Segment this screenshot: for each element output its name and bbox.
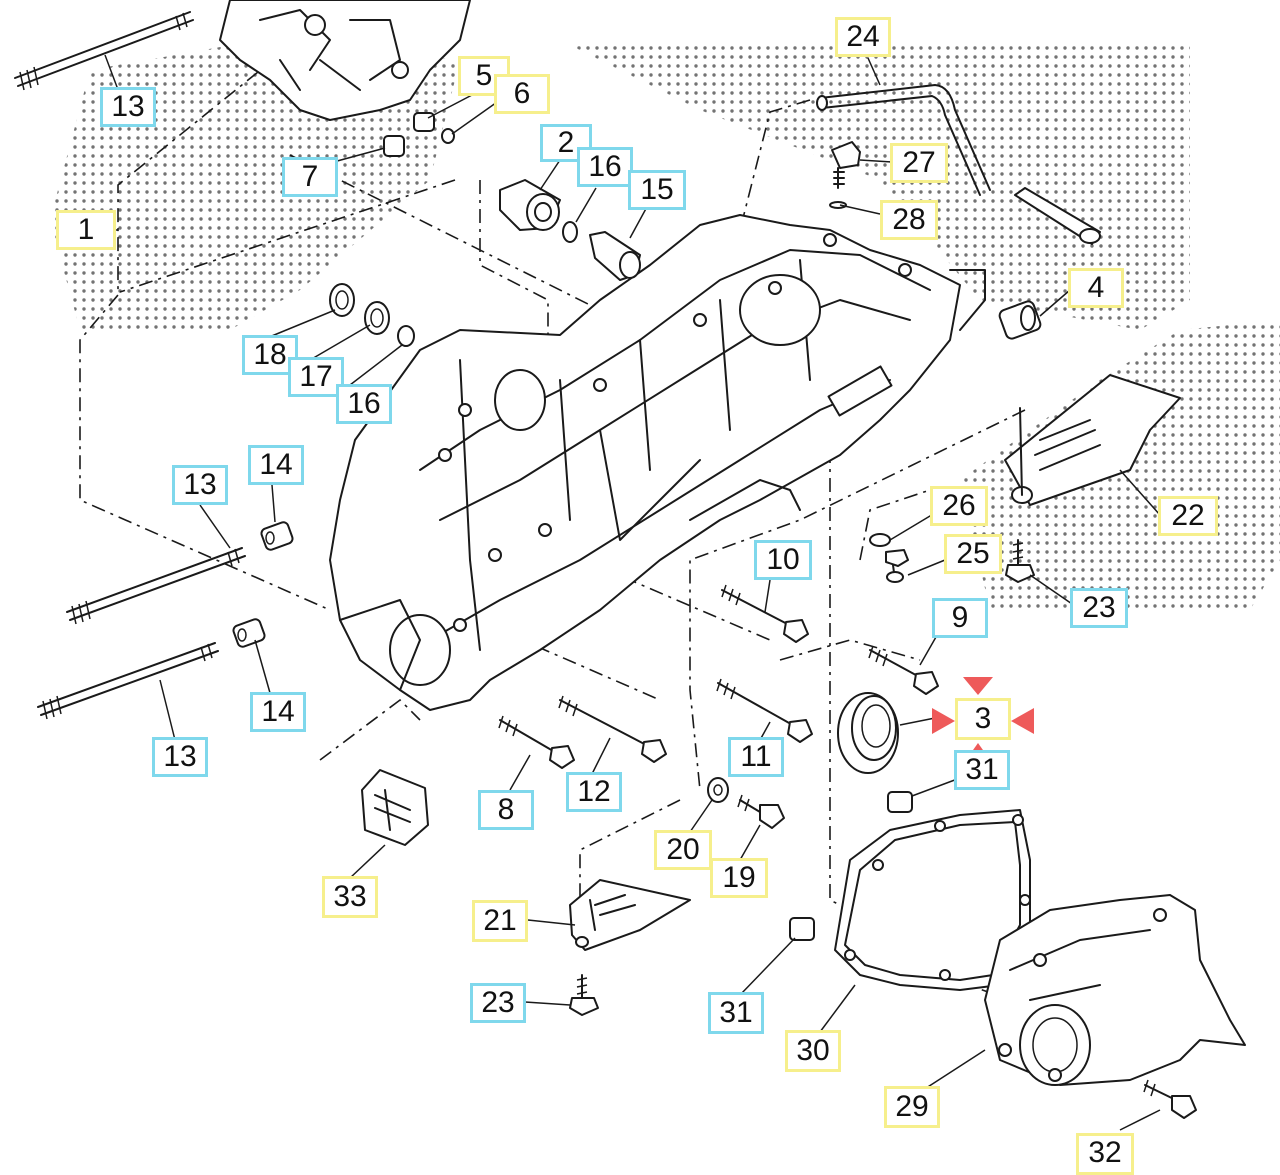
bolt-11 bbox=[716, 678, 813, 743]
callout-14-lower: 14 bbox=[250, 692, 306, 732]
bolt-9 bbox=[868, 645, 939, 695]
clip-18 bbox=[329, 283, 355, 317]
callout-16-lower: 16 bbox=[336, 384, 392, 424]
bolt-8 bbox=[498, 715, 575, 769]
o-ring-16-lower bbox=[397, 325, 415, 347]
callout-13: 13 bbox=[100, 87, 156, 127]
bolt-10 bbox=[721, 584, 809, 643]
gasket-30 bbox=[834, 809, 1031, 991]
callout-15: 15 bbox=[628, 170, 686, 210]
callout-4: 4 bbox=[1068, 268, 1124, 308]
callout-23-upper: 23 bbox=[1070, 588, 1128, 628]
bracket-21 bbox=[569, 879, 691, 951]
callout-3: 3 bbox=[955, 698, 1011, 740]
callout-25: 25 bbox=[944, 534, 1002, 574]
upper-crankcase bbox=[219, 0, 471, 121]
marker-top bbox=[963, 677, 993, 695]
plug-15 bbox=[589, 231, 641, 281]
callout-2: 2 bbox=[540, 124, 592, 162]
callout-31-lower: 31 bbox=[708, 992, 764, 1034]
seal-17 bbox=[364, 301, 390, 335]
marker-right bbox=[1011, 708, 1034, 734]
marker-left bbox=[932, 708, 955, 734]
callout-23-lower: 23 bbox=[470, 983, 526, 1023]
bracket-22 bbox=[1004, 374, 1181, 506]
callout-16-upper: 16 bbox=[577, 147, 633, 187]
dowel-14-lower bbox=[232, 618, 266, 648]
stud-13-top bbox=[14, 11, 194, 91]
dowel-14-upper bbox=[260, 521, 294, 551]
callout-33: 33 bbox=[322, 876, 378, 918]
assembly-lines bbox=[79, 71, 1026, 1001]
dowel-7 bbox=[383, 135, 405, 157]
callout-10: 10 bbox=[754, 540, 812, 580]
bearing-2 bbox=[499, 179, 561, 231]
callout-26: 26 bbox=[930, 486, 988, 526]
callout-28: 28 bbox=[880, 200, 938, 240]
callout-11: 11 bbox=[728, 737, 784, 777]
washer-6 bbox=[441, 128, 455, 144]
callout-19: 19 bbox=[710, 858, 768, 898]
callout-7: 7 bbox=[282, 157, 338, 197]
callout-29: 29 bbox=[884, 1086, 940, 1128]
callout-13-middle: 13 bbox=[172, 465, 228, 505]
exploded-parts-diagram bbox=[14, 0, 1280, 1131]
callout-8: 8 bbox=[478, 790, 534, 830]
screw-25 bbox=[885, 549, 909, 583]
stud-13-middle bbox=[66, 547, 246, 625]
dowel-31-upper bbox=[887, 791, 913, 813]
callout-21: 21 bbox=[472, 900, 528, 942]
callout-24: 24 bbox=[835, 17, 891, 57]
callout-32: 32 bbox=[1076, 1133, 1134, 1175]
callout-30: 30 bbox=[785, 1030, 841, 1072]
callout-31-upper: 31 bbox=[954, 750, 1010, 790]
callout-17: 17 bbox=[288, 357, 344, 397]
o-ring-16-upper bbox=[562, 221, 578, 243]
bushing-4 bbox=[998, 300, 1042, 340]
callout-1: 1 bbox=[56, 210, 116, 250]
bolt-23-upper bbox=[1005, 539, 1035, 583]
washer-20 bbox=[707, 777, 729, 803]
bolt-12 bbox=[558, 695, 667, 763]
callout-22: 22 bbox=[1158, 496, 1218, 536]
callout-20: 20 bbox=[654, 830, 712, 870]
callout-12: 12 bbox=[566, 772, 622, 812]
crankcase-housing bbox=[329, 214, 986, 711]
bolt-23-lower bbox=[569, 974, 599, 1016]
callout-6: 6 bbox=[494, 74, 550, 114]
callout-14-upper: 14 bbox=[248, 445, 304, 485]
breather-hose bbox=[816, 84, 1101, 245]
cover-29 bbox=[984, 894, 1246, 1086]
bracket-33 bbox=[361, 769, 429, 846]
bolt-32 bbox=[1143, 1079, 1197, 1119]
sensor-27 bbox=[829, 141, 861, 209]
bolt-19 bbox=[737, 794, 785, 829]
callout-27: 27 bbox=[890, 143, 948, 183]
stud-13-bottom bbox=[37, 642, 219, 720]
callout-13-bottom: 13 bbox=[152, 737, 208, 777]
oil-seal-3 bbox=[837, 692, 899, 774]
fitting-26 bbox=[869, 533, 891, 547]
callout-9: 9 bbox=[932, 598, 988, 638]
dowel-31-lower bbox=[789, 917, 815, 941]
